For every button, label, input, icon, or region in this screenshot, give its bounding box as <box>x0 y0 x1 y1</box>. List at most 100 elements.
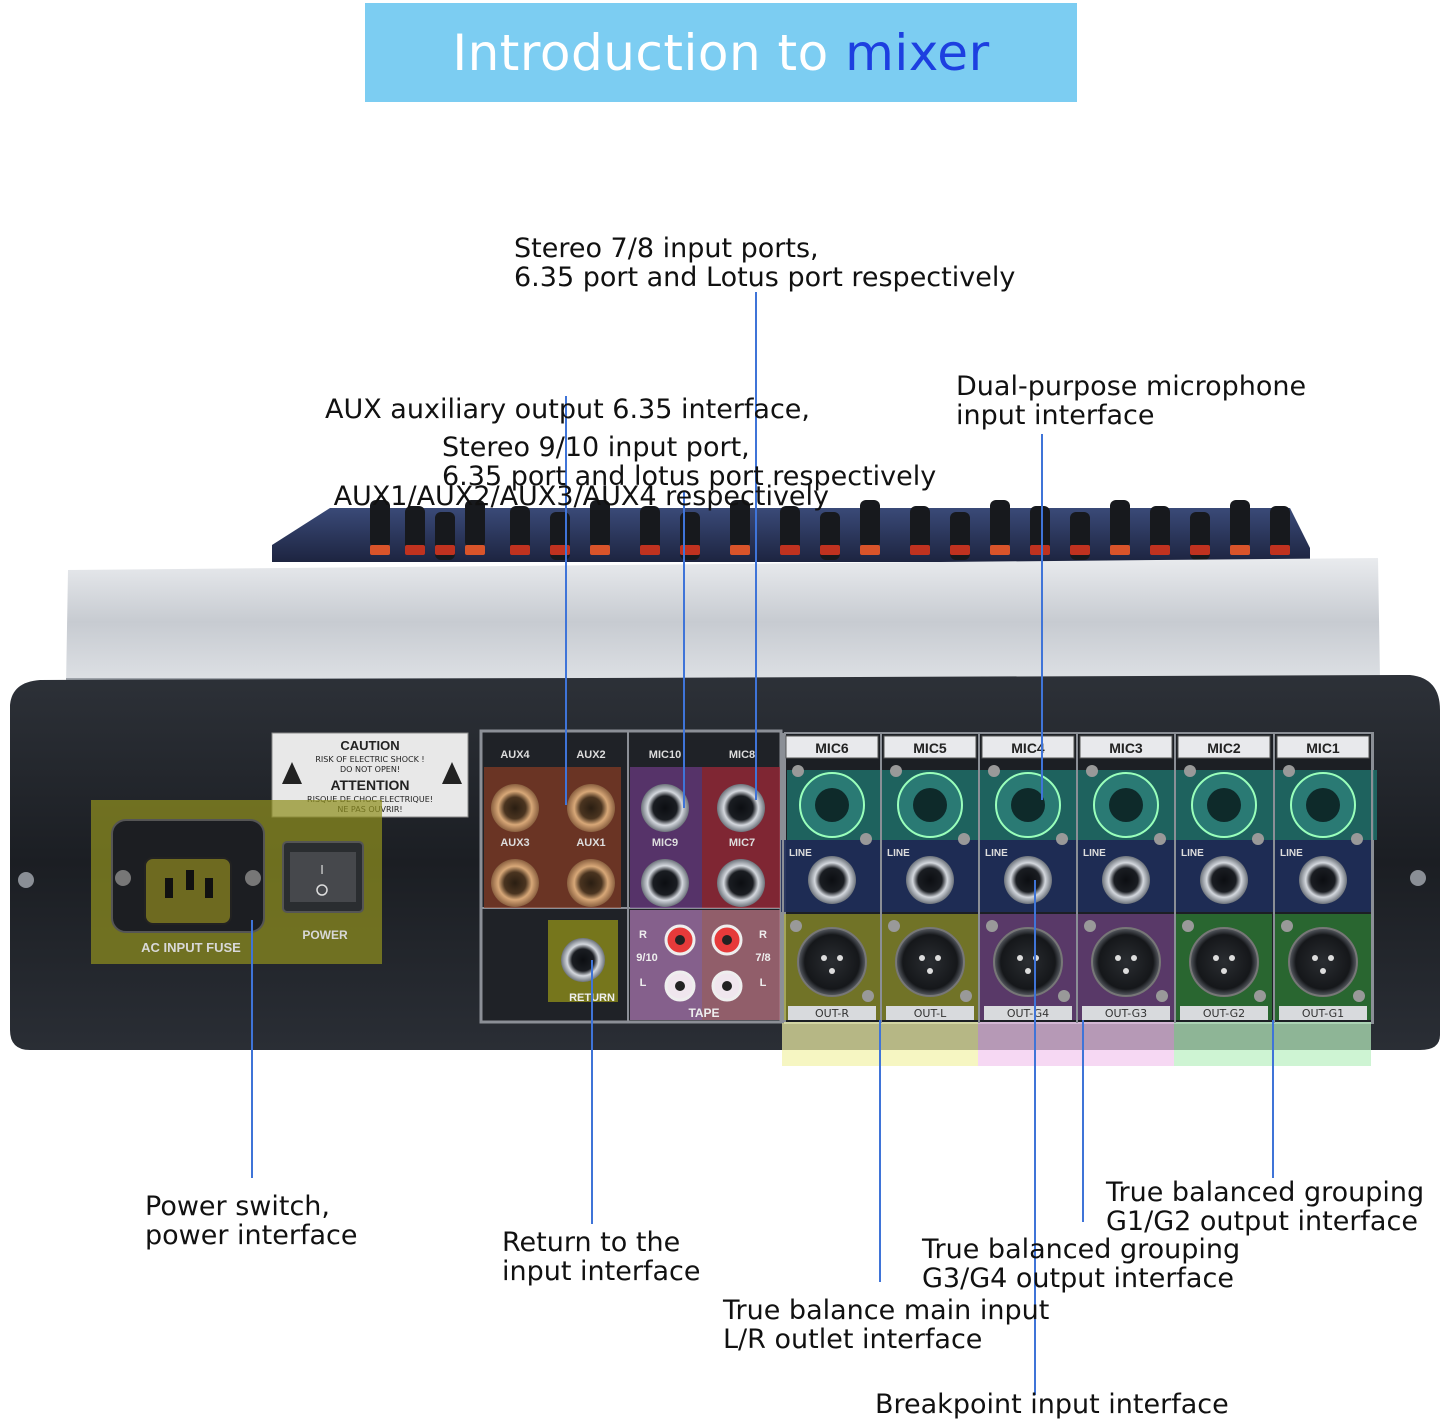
screw-left-icon <box>18 872 34 888</box>
knob-icon <box>510 506 530 555</box>
mic9-label: MIC9 <box>652 837 678 849</box>
callout-line: Breakpoint input interface <box>875 1389 1229 1420</box>
tape-78-num: 7/8 <box>755 952 770 964</box>
tape-910-num: 9/10 <box>636 952 657 964</box>
callout-line: input interface <box>956 400 1155 431</box>
tape-910-highlight <box>630 910 702 1020</box>
power-switch[interactable]: I <box>282 841 364 913</box>
aux2-label: AUX2 <box>576 749 605 761</box>
xlr-output-jack[interactable] <box>797 927 867 997</box>
mic8-jack[interactable] <box>717 784 765 832</box>
channel-label: MIC2 <box>1207 740 1241 756</box>
svg-text:I: I <box>320 863 324 877</box>
xlr-output-jack[interactable] <box>1091 927 1161 997</box>
callout-line: Dual-purpose microphone <box>956 371 1307 402</box>
knob-icon <box>910 506 930 555</box>
callout-line: AUX auxiliary output 6.35 interface, <box>325 394 810 425</box>
tape-78-highlight <box>702 910 780 1020</box>
knob-icon <box>640 506 660 555</box>
callout-line: 6.35 port and lotus port respectively <box>442 461 937 492</box>
aux1-jack[interactable] <box>567 859 615 907</box>
knob-icon <box>1030 506 1050 555</box>
tape-78-l: L <box>760 977 767 989</box>
callout-line: True balanced grouping <box>1106 1177 1425 1208</box>
xlr-output-jack[interactable] <box>895 927 965 997</box>
line-label: LINE <box>887 848 910 859</box>
callout-dual-mic: Dual-purpose microphone input interface <box>956 372 1306 430</box>
title-accent: mixer <box>845 23 990 82</box>
channel-label: MIC3 <box>1109 740 1143 756</box>
knob-icon <box>370 500 390 555</box>
line-label: LINE <box>1181 848 1204 859</box>
attention-title: ATTENTION <box>330 777 409 793</box>
callout-line: Power switch, <box>145 1191 330 1222</box>
power-label: POWER <box>302 928 348 942</box>
callout-g1-g2: True balanced grouping G1/G2 output inte… <box>1106 1178 1424 1236</box>
tape-label: TAPE <box>688 1006 719 1020</box>
knob-icon <box>730 500 750 555</box>
line-label: LINE <box>789 848 812 859</box>
callout-g3-g4: True balanced grouping G3/G4 output inte… <box>922 1235 1240 1293</box>
line-label: LINE <box>985 848 1008 859</box>
mic7-label: MIC7 <box>729 837 755 849</box>
caution-line3: RISQUE DE CHOC ELECTRIQUE! <box>307 795 433 804</box>
callout-line: True balance main input <box>723 1295 1050 1326</box>
callout-breakpoint: Breakpoint input interface <box>875 1390 1229 1419</box>
knob-icon <box>1230 500 1250 555</box>
knob-icon <box>1270 506 1290 555</box>
knob-icon <box>1070 512 1090 560</box>
knob-icon <box>1110 500 1130 555</box>
ac-input-label: AC INPUT FUSE <box>141 940 241 955</box>
callout-power: Power switch, power interface <box>145 1192 357 1250</box>
output-label: OUT-G3 <box>1105 1007 1147 1020</box>
return-jack[interactable] <box>561 938 605 982</box>
combo-input-highlight <box>787 770 1377 840</box>
mic8-label: MIC8 <box>729 749 755 761</box>
channel-label: MIC5 <box>913 740 947 756</box>
callout-line: L/R outlet interface <box>723 1324 983 1355</box>
xlr-output-jack[interactable] <box>993 927 1063 997</box>
callout-line: power interface <box>145 1220 358 1251</box>
knob-icon <box>860 500 880 555</box>
output-label: OUT-G4 <box>1007 1007 1049 1020</box>
mic7-jack[interactable] <box>717 859 765 907</box>
mic9-jack[interactable] <box>641 859 689 907</box>
callout-line: 6.35 port and Lotus port respectively <box>514 262 1016 293</box>
knob-icon <box>405 506 425 555</box>
aux3-jack[interactable] <box>491 859 539 907</box>
line-label: LINE <box>1083 848 1106 859</box>
line-jack[interactable] <box>808 856 856 904</box>
tape-910-r: R <box>639 929 647 941</box>
caution-line2: DO NOT OPEN! <box>340 765 400 774</box>
line-jack[interactable] <box>906 856 954 904</box>
xlr-output-jack[interactable] <box>1288 927 1358 997</box>
knob-icon <box>990 500 1010 555</box>
line-jack[interactable] <box>1004 856 1052 904</box>
aux3-label: AUX3 <box>500 837 529 849</box>
line-jack[interactable] <box>1102 856 1150 904</box>
title-banner: Introduction to mixer <box>365 3 1077 102</box>
knob-icon <box>435 512 455 560</box>
knob-icon <box>780 506 800 555</box>
callout-line: G1/G2 output interface <box>1106 1206 1418 1237</box>
xlr-output-jack[interactable] <box>1189 927 1259 997</box>
line-jack[interactable] <box>1299 856 1347 904</box>
callout-line: Return to the <box>502 1227 681 1258</box>
aux4-jack[interactable] <box>491 784 539 832</box>
tape-78-r: R <box>759 929 767 941</box>
output-label: OUT-L <box>914 1007 947 1020</box>
output-label: OUT-G1 <box>1302 1007 1344 1020</box>
warning-triangle-right-icon <box>442 762 462 784</box>
output-label: OUT-G2 <box>1203 1007 1245 1020</box>
line-jack[interactable] <box>1200 856 1248 904</box>
aux2-jack[interactable] <box>567 784 615 832</box>
mic10-jack[interactable] <box>641 784 689 832</box>
callout-aux-outputs: AUX auxiliary output 6.35 interface, AUX… <box>325 337 829 540</box>
aux4-label: AUX4 <box>500 749 530 761</box>
channel-label: MIC1 <box>1306 740 1340 756</box>
callout-leader-lines <box>251 292 1274 1395</box>
knob-icon <box>465 500 485 555</box>
